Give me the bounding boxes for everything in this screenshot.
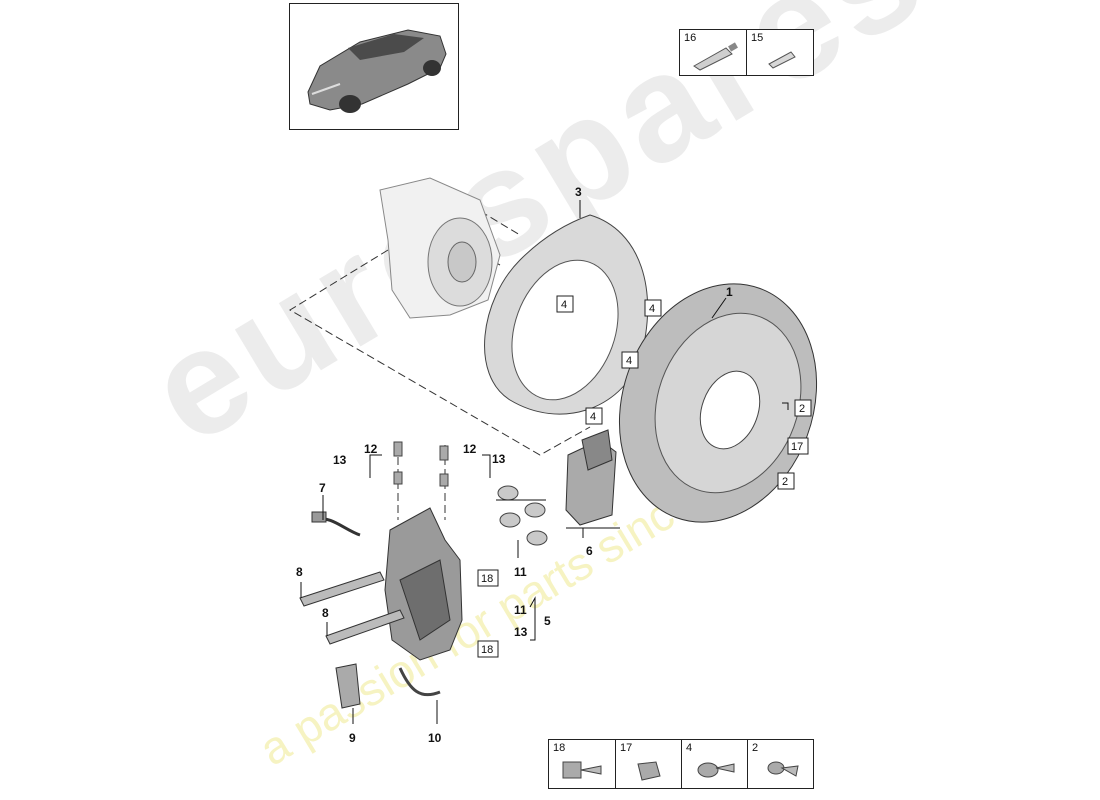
spring-clip-icon: [335, 663, 361, 709]
brake-line-icon: [398, 667, 441, 697]
legend-item-17[interactable]: 17: [615, 740, 682, 788]
callout-4: 4: [649, 303, 655, 315]
callout-4: 4: [626, 355, 632, 367]
bleed-valve-icon: [393, 441, 449, 487]
callout-4: 4: [590, 411, 596, 423]
screw-icon: [767, 761, 799, 777]
callout-3: 3: [575, 185, 582, 199]
callout-12: 12: [364, 442, 378, 456]
consumables-legend: 16 15: [679, 29, 814, 76]
brake-pads-icon: [565, 429, 617, 526]
legend-item-2[interactable]: 2: [747, 740, 814, 788]
legend-number: 16: [684, 32, 697, 44]
callout-11: 11: [514, 565, 527, 579]
legend-item-16[interactable]: 16: [680, 30, 746, 75]
callout-4: 4: [561, 299, 567, 311]
legend-number: 18: [553, 742, 566, 754]
callout-12: 12: [463, 442, 477, 456]
car-thumbnail-icon: [307, 29, 447, 113]
dust-shield-icon: [484, 214, 649, 415]
callout-1: 1: [726, 285, 733, 299]
vehicle-thumbnail: [289, 3, 459, 130]
callout-13: 13: [514, 625, 528, 639]
callout-2: 2: [782, 476, 788, 488]
callout-6: 6: [586, 544, 593, 558]
callout-18: 18: [481, 644, 493, 656]
callout-8: 8: [296, 565, 303, 579]
guide-pin-icon: [299, 571, 405, 645]
paste-tube-icon: [693, 42, 738, 71]
callout-13: 13: [492, 452, 506, 466]
legend-number: 15: [751, 32, 764, 44]
brake-disc-icon: [618, 283, 818, 523]
callout-7: 7: [319, 481, 326, 495]
nut-icon: [637, 761, 661, 781]
grease-tube-icon: [768, 51, 796, 69]
callout-10: 10: [428, 731, 442, 745]
callout-13: 13: [333, 453, 347, 467]
legend-item-18[interactable]: 18: [549, 740, 615, 788]
screw-icon: [697, 762, 735, 778]
wear-sensor-icon: [311, 511, 361, 537]
callout-17: 17: [791, 441, 803, 453]
legend-number: 4: [686, 742, 693, 754]
callout-11: 11: [514, 603, 527, 617]
callout-18: 18: [481, 573, 493, 585]
legend-number: 17: [620, 742, 633, 754]
legend-number: 2: [752, 742, 759, 754]
brake-caliper-icon: [384, 507, 463, 661]
callout-2: 2: [799, 403, 805, 415]
legend-item-15[interactable]: 15: [746, 30, 813, 75]
callout-8: 8: [322, 606, 329, 620]
seal-ring-icon: [497, 485, 548, 546]
wheel-carrier-icon: [379, 177, 501, 319]
fasteners-legend: 18 17 4 2: [548, 739, 814, 789]
bolt-icon: [562, 761, 602, 779]
callout-5: 5: [544, 614, 551, 628]
callout-9: 9: [349, 731, 356, 745]
legend-item-4[interactable]: 4: [681, 740, 748, 788]
